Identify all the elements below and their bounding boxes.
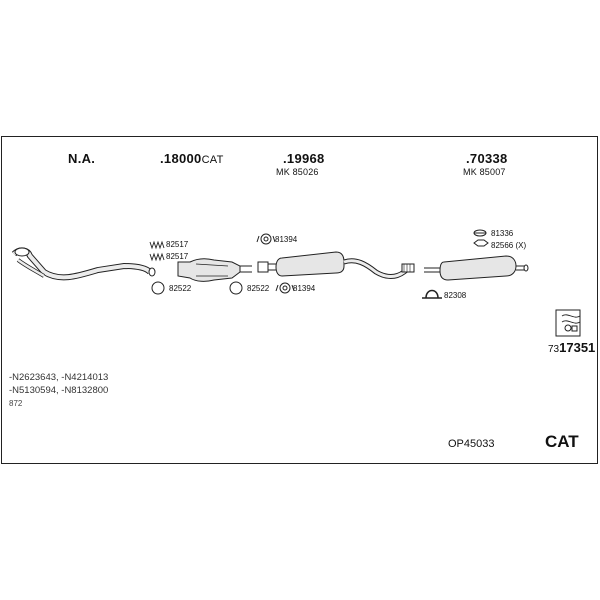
- rubber-mount-icon-bottom: [275, 282, 295, 294]
- bracket-icon-rear: [473, 239, 489, 247]
- part-label-clamp-bottom: 82517: [166, 252, 189, 261]
- clamp-icon-bottom: [149, 252, 165, 262]
- u-clamp-icon-rear: [422, 289, 442, 299]
- column-label-catalyst: .18000CAT: [160, 151, 224, 166]
- part-label-rubber-rear: 81336: [491, 229, 514, 238]
- kit-number: 7317351: [548, 340, 596, 355]
- set-code: OP45033: [448, 438, 495, 450]
- type-label: CAT: [545, 432, 579, 451]
- column-label-middle-silencer: .19968: [283, 151, 325, 166]
- connector-pipe: [257, 261, 281, 273]
- column-label-rear-silencer: .70338: [466, 151, 508, 166]
- oe-number-line-3: 872: [9, 399, 23, 408]
- column-label-na: N.A.: [68, 151, 96, 166]
- rear-silencer: [424, 255, 529, 281]
- middle-silencer: [275, 251, 415, 279]
- oe-number-line-1: -N2623643, -N4214013: [9, 372, 109, 383]
- oe-number-line-2: -N5130594, -N8132800: [9, 385, 109, 396]
- column-sub-rear-silencer: MK 85007: [463, 167, 506, 177]
- rubber-ring-icon-rear: [473, 229, 487, 237]
- column-sub-middle-silencer: MK 85026: [276, 167, 319, 177]
- part-label-gasket-right: 82522: [247, 284, 270, 293]
- part-label-clamp-top: 82517: [166, 240, 189, 249]
- part-label-clamp-rear: 82308: [444, 291, 467, 300]
- catalytic-converter: [177, 258, 252, 282]
- diagram-frame: [1, 136, 598, 464]
- kit-icon: [555, 309, 581, 337]
- front-pipe: [11, 247, 156, 281]
- clamp-icon-top: [149, 240, 165, 250]
- rubber-mount-icon-top: [256, 233, 276, 245]
- part-label-mount-bottom: 81394: [293, 284, 316, 293]
- part-label-mount-top: 81394: [275, 235, 298, 244]
- gasket-icon-right: [229, 281, 243, 295]
- gasket-icon-left: [151, 281, 165, 295]
- part-label-gasket-left: 82522: [169, 284, 192, 293]
- part-label-bracket-rear: 82566 (X): [491, 241, 527, 250]
